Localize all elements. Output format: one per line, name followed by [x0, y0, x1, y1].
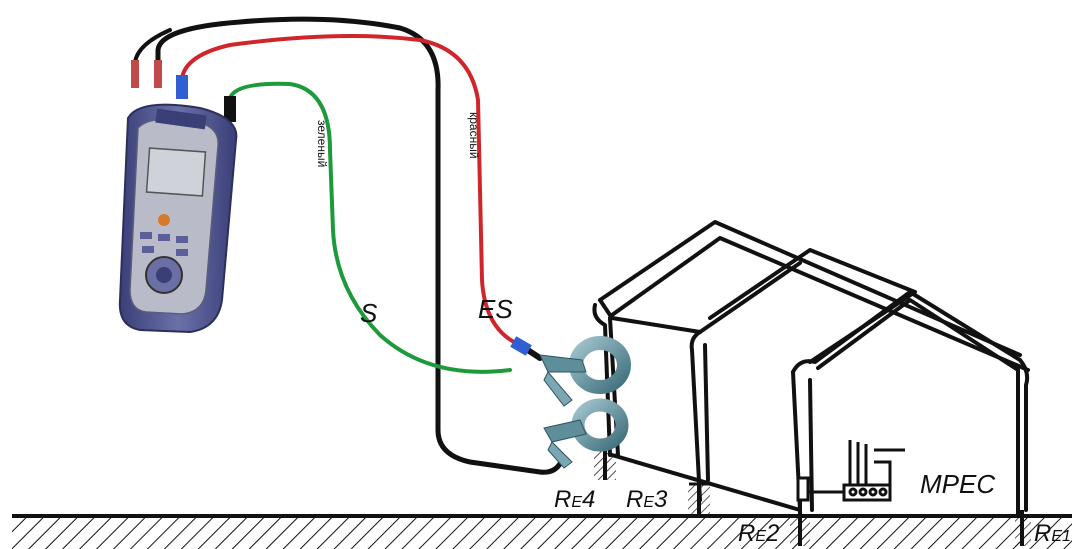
mpec-busbar: [796, 440, 905, 502]
wires: [133, 16, 565, 475]
re4-label: RE4: [554, 486, 595, 513]
tester-instrument: [118, 103, 238, 334]
electrode-re2: [790, 500, 810, 546]
tester-display: [145, 147, 207, 197]
red-wire-label: красный: [467, 112, 481, 159]
red-wire: [180, 34, 522, 347]
tester-start-button: [158, 214, 170, 226]
re3-label: RE3: [626, 486, 668, 513]
green-wire-label: зеленый: [315, 120, 329, 167]
electrode-re1: [1015, 510, 1031, 546]
electrode-re4: [594, 448, 616, 480]
clamp-lower: [543, 398, 629, 469]
re2-label: RE2: [738, 520, 779, 547]
s-label: S: [360, 298, 378, 328]
clamp-upper: [510, 336, 631, 407]
house-structure: [592, 220, 1030, 517]
mpec-label: MPEC: [920, 469, 995, 499]
black-wire: [155, 16, 565, 475]
re1-label: RE1: [1034, 520, 1071, 547]
green-wire: [228, 81, 512, 374]
es-label: ES: [478, 294, 513, 324]
ground: [12, 514, 1072, 549]
electrode-re3: [688, 482, 710, 516]
plugs: [131, 60, 236, 122]
